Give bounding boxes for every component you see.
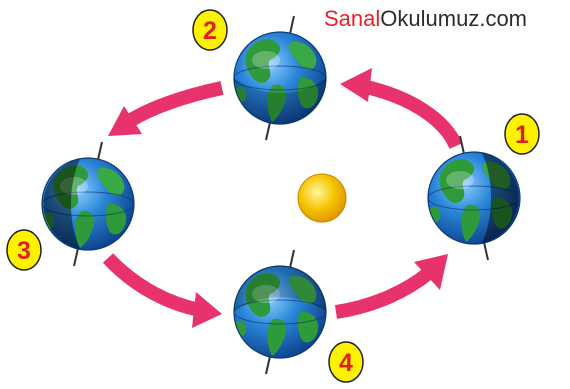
watermark-sanal: Sanal (324, 6, 381, 31)
position-badge-4: 4 (328, 341, 364, 383)
watermark-com: .com (479, 6, 528, 31)
earth-position-3 (42, 141, 134, 267)
position-number-2: 2 (203, 17, 217, 45)
earth-position-4 (234, 249, 326, 375)
position-number-3: 3 (17, 237, 31, 265)
site-watermark: SanalOkulumuz.com (324, 6, 527, 32)
position-badge-1: 1 (504, 113, 540, 155)
orbit-arrow-2-to-3 (108, 81, 224, 136)
position-badge-3: 3 (6, 229, 42, 271)
orbit-arrow-4-to-1 (334, 254, 448, 319)
earth-position-2 (234, 15, 326, 141)
watermark-okulumuz: Okulumuz (380, 6, 480, 31)
position-number-4: 4 (339, 349, 353, 377)
orbit-arrow-3-to-4 (102, 253, 222, 328)
position-number-1: 1 (515, 121, 529, 149)
sun (297, 173, 347, 223)
earth-position-1 (428, 135, 520, 261)
orbit-arrow-1-to-2 (340, 68, 463, 150)
position-badge-2: 2 (192, 9, 228, 51)
